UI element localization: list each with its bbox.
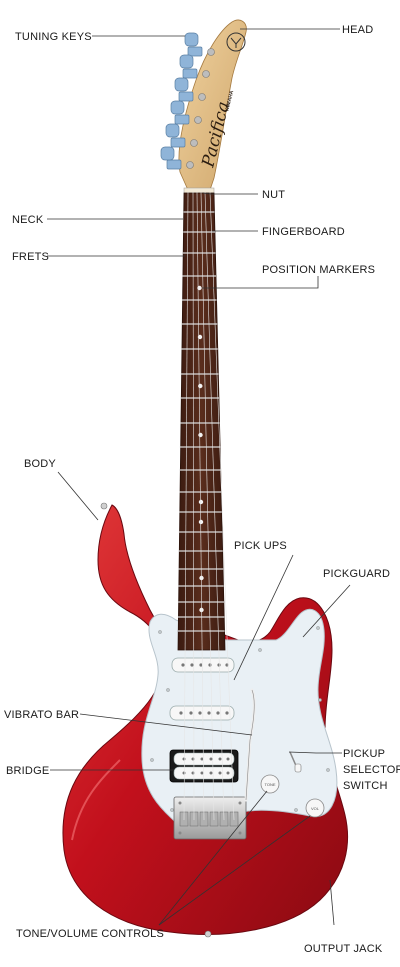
label-pickup: PICKUP (343, 748, 385, 760)
nut (184, 188, 214, 193)
label-tone-volume-controls: TONE/VOLUME CONTROLS (16, 928, 164, 940)
volume-knob-text: VOL (311, 806, 320, 811)
label-fingerboard: FINGERBOARD (262, 226, 345, 238)
label-head: HEAD (342, 24, 373, 36)
label-bridge: BRIDGE (6, 765, 49, 777)
label-neck: NECK (12, 214, 44, 226)
end-pin (205, 931, 211, 937)
tone-knob-text: TONE (264, 782, 275, 787)
humbucker-pickup (170, 750, 238, 782)
tuning-key-6 (161, 147, 174, 160)
tuning-key-5 (166, 124, 179, 137)
label-vibrato-bar: VIBRATO BAR (4, 709, 79, 721)
label-selector: SELECTOR (343, 764, 400, 776)
label-output-jack: OUTPUT JACK (304, 943, 383, 955)
label-switch: SWITCH (343, 780, 388, 792)
tuning-key-2 (180, 55, 193, 68)
label-frets: FRETS (12, 251, 49, 263)
label-nut: NUT (262, 189, 285, 201)
label-pickguard: PICKGUARD (323, 568, 390, 580)
tuning-key-4 (171, 101, 184, 114)
label-body: BODY (24, 458, 56, 470)
label-tuning-keys: TUNING KEYS (15, 31, 92, 43)
tuning-key-1 (185, 33, 198, 46)
neck-pickup (172, 658, 234, 672)
middle-pickup (170, 706, 234, 720)
label-pick-ups: PICK UPS (234, 540, 287, 552)
bridge (174, 797, 246, 839)
tuning-key-3 (175, 78, 188, 91)
label-position-markers: POSITION MARKERS (262, 264, 375, 276)
